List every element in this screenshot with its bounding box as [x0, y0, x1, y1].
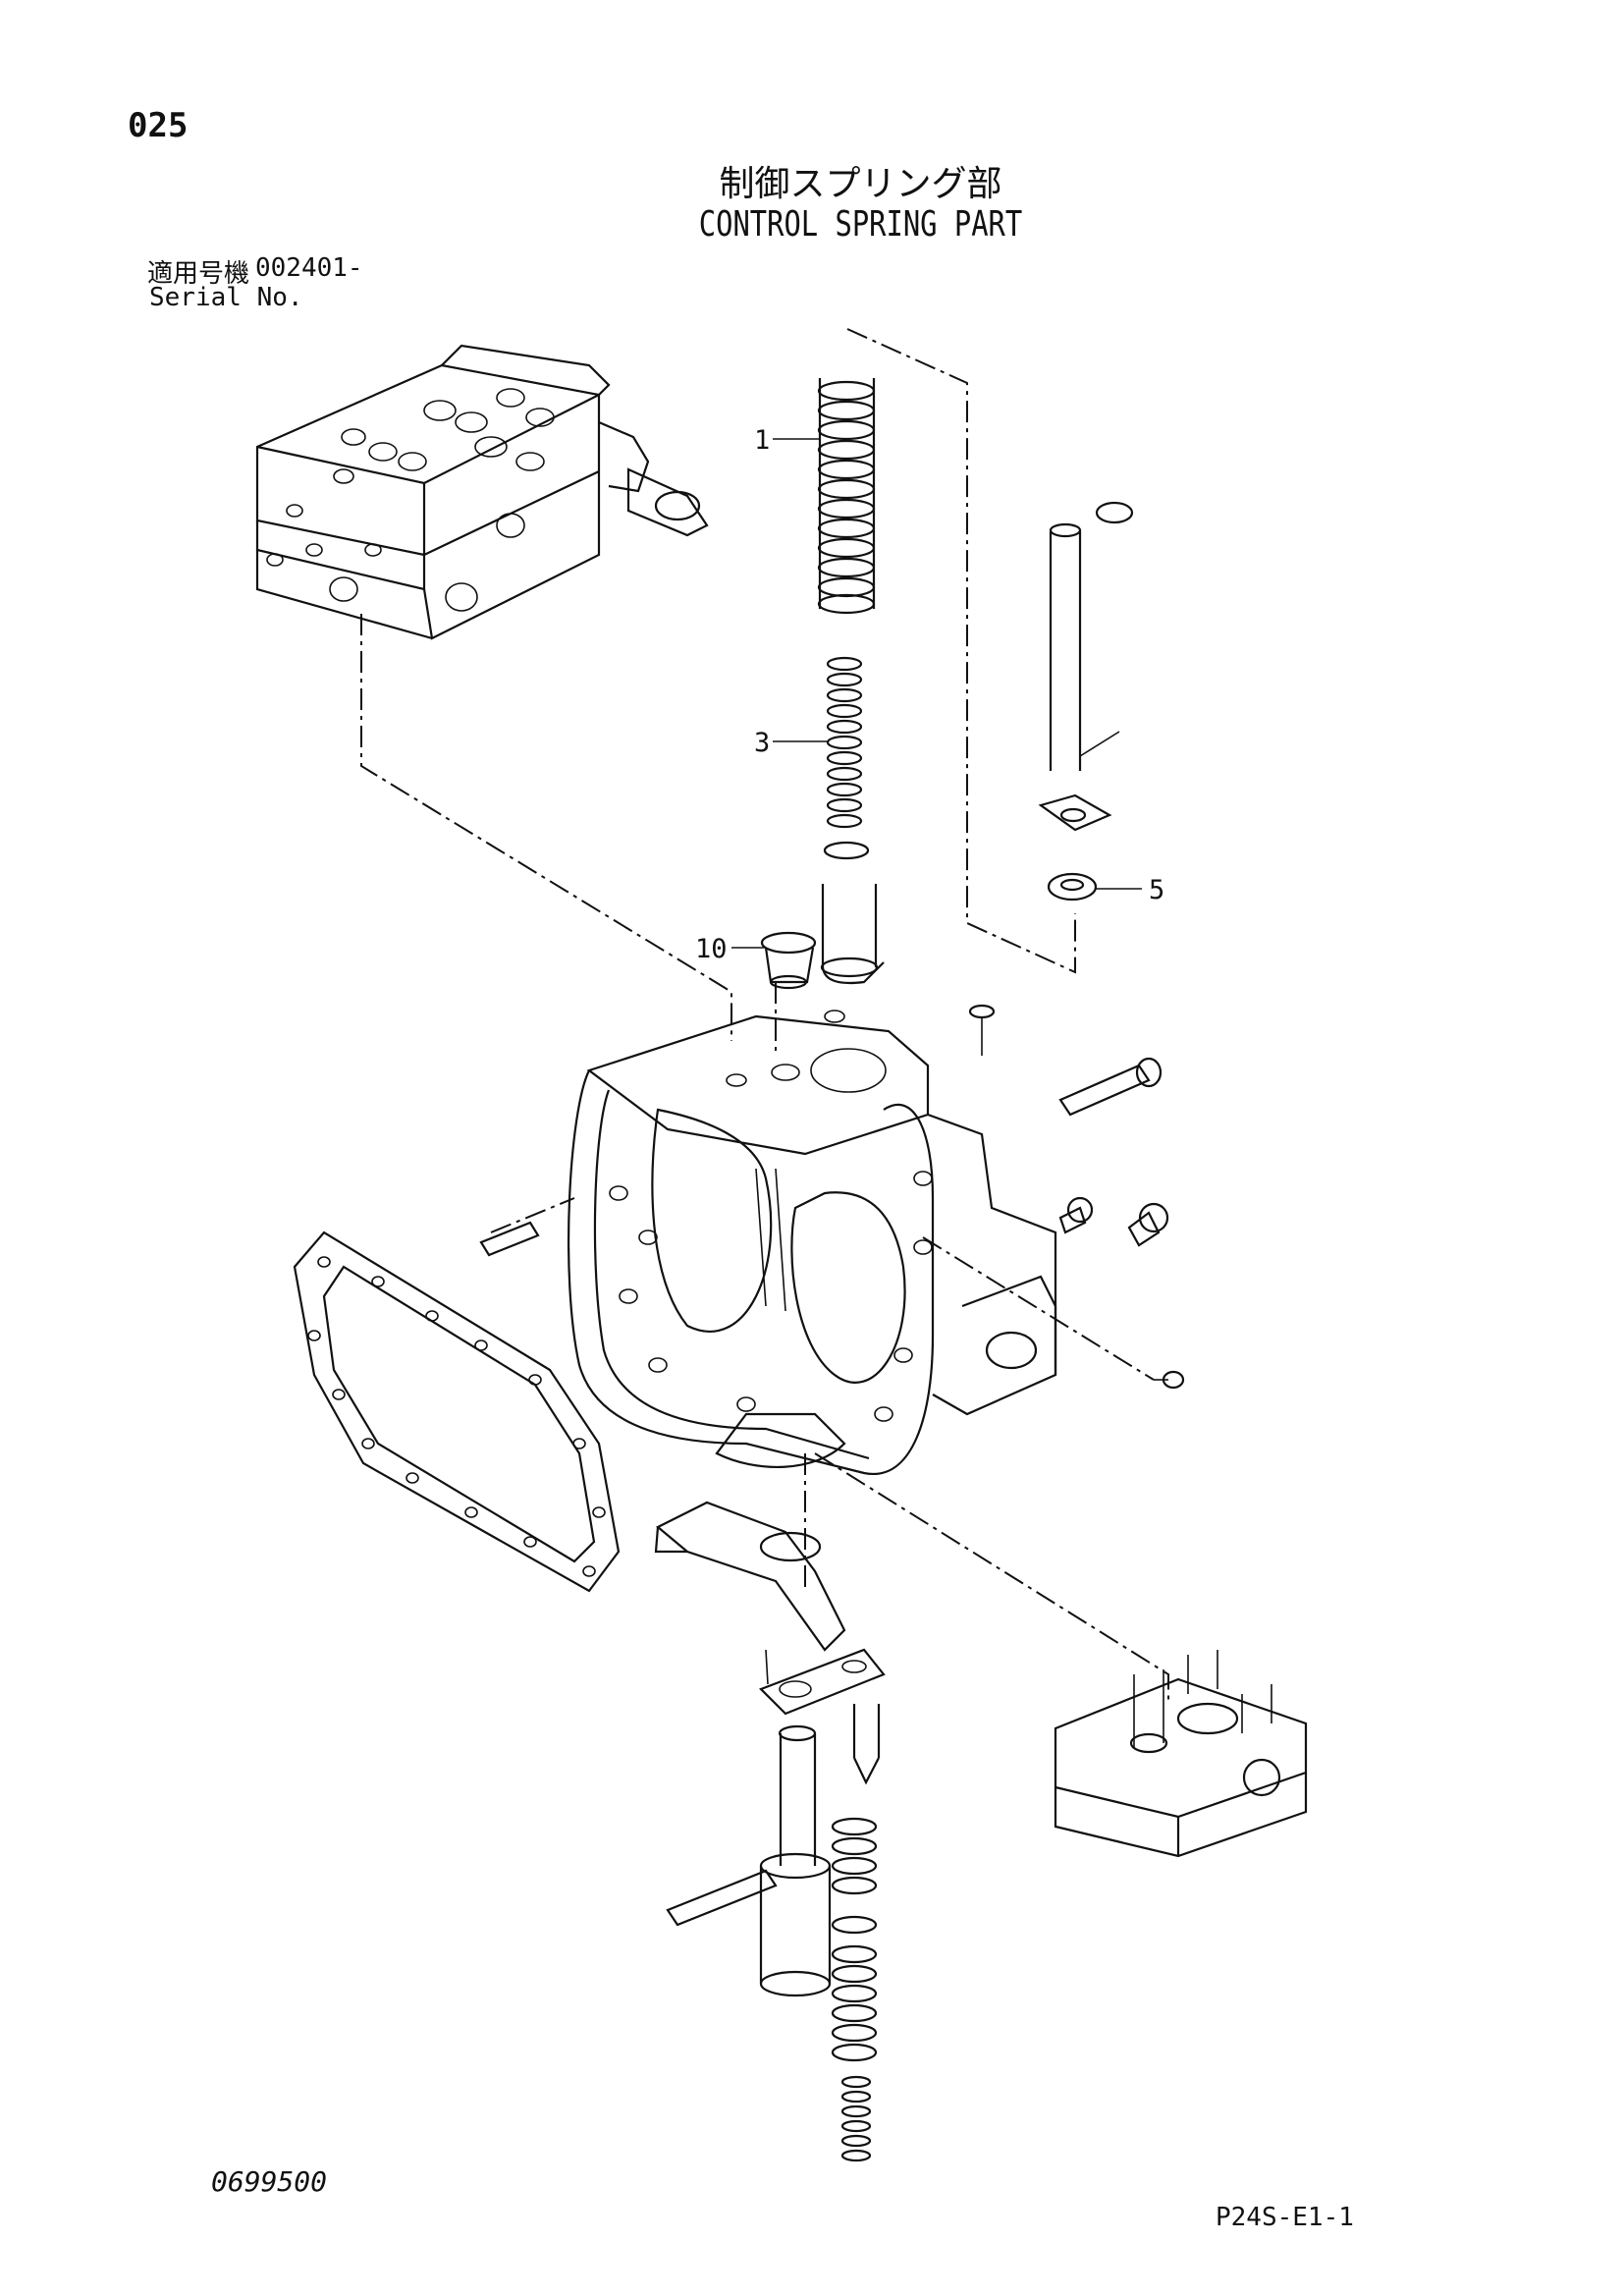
callout-1-label: 1 — [754, 425, 770, 456]
screw-top — [968, 1004, 996, 1056]
link-plate — [759, 1648, 886, 1716]
long-bolt — [1058, 1057, 1163, 1117]
callout-5-label: 5 — [1149, 875, 1164, 905]
serial-label-english: Serial No. — [149, 283, 303, 312]
callout-3-label: 3 — [754, 728, 770, 758]
connector-line-spring-group — [846, 328, 1076, 974]
page-code: P24S-E1-1 — [1216, 2203, 1354, 2232]
serial-label-japanese: 適用号機 — [147, 259, 250, 289]
serial-number-value: 002401- — [255, 253, 363, 283]
lower-piston-assembly — [666, 1704, 881, 2162]
title-japanese: 制御スプリング部 — [719, 164, 1002, 204]
rod-assembly — [1038, 501, 1134, 832]
connector-line-left-pin — [490, 1197, 575, 1233]
washer-5 — [1047, 872, 1098, 902]
callout-5: 5 — [1096, 875, 1164, 905]
sleeve — [820, 884, 885, 985]
spring-1 — [817, 378, 876, 615]
plug-right-2 — [1127, 1202, 1169, 1247]
gasket — [293, 1230, 621, 1593]
lever-arm — [654, 1501, 846, 1652]
callout-10: 10 — [695, 934, 764, 964]
callout-1: 1 — [754, 425, 820, 456]
connector-line-right-block — [814, 1452, 1169, 1704]
valve-block — [255, 344, 709, 640]
plug-10 — [760, 931, 817, 990]
spring-3 — [823, 656, 870, 860]
main-housing — [568, 1010, 1057, 1476]
screw-lower-right — [1154, 1370, 1185, 1390]
title-english: CONTROL SPRING PART — [698, 204, 1023, 245]
connector-line-bolt — [922, 1236, 1155, 1381]
right-block — [1054, 1650, 1308, 1858]
drawing-number: 0699500 — [211, 2165, 328, 2198]
page-number: 025 — [128, 106, 189, 145]
callout-10-label: 10 — [695, 934, 728, 964]
connector-line-valve — [360, 614, 732, 1041]
callout-3: 3 — [754, 728, 828, 758]
small-pin-left — [479, 1221, 540, 1257]
plug-right-1 — [1058, 1196, 1094, 1234]
